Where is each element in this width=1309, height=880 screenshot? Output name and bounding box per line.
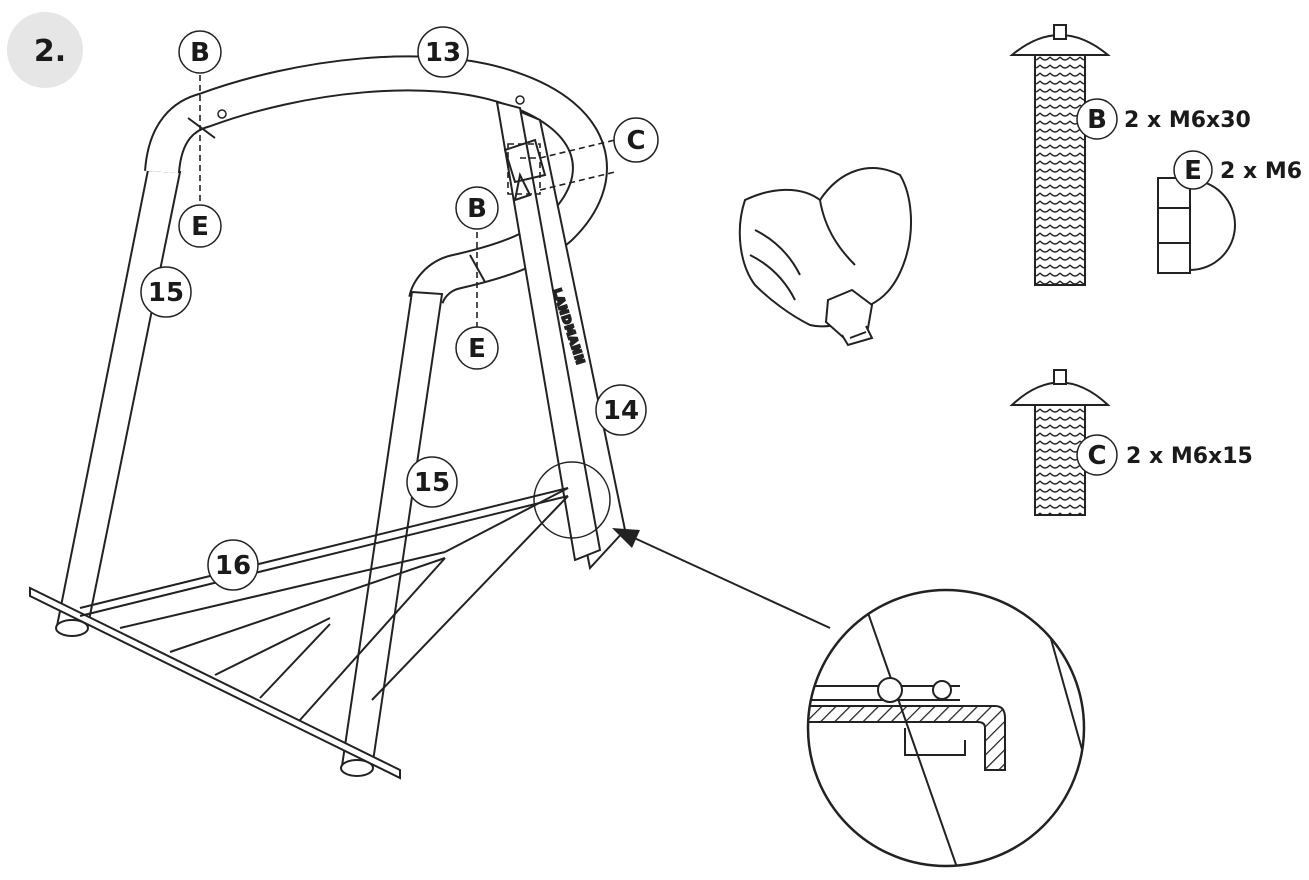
svg-text:14: 14 [603, 396, 639, 426]
svg-text:13: 13 [425, 38, 461, 68]
callout-arch-part: 13 [417, 26, 469, 78]
right-leg-tube [340, 290, 444, 777]
svg-text:E: E [468, 334, 486, 364]
acorn-nut-e-icon [1157, 177, 1236, 274]
hardware-c: C 2 x M6x15 [1076, 434, 1253, 476]
callout-inner-nut: E [455, 326, 499, 370]
callout-left-leg: 15 [140, 266, 192, 318]
callout-inner-bolt: B [455, 186, 499, 230]
callout-base-frame: 16 [207, 539, 259, 591]
callout-leaders [199, 75, 616, 330]
svg-text:2 x M6x15: 2 x M6x15 [1126, 444, 1253, 469]
svg-text:E: E [1184, 156, 1202, 186]
callout-top-bolt: B [178, 30, 222, 74]
detail-view [806, 588, 1086, 868]
step-number: 2. [34, 34, 66, 69]
svg-text:15: 15 [148, 278, 184, 308]
svg-text:E: E [191, 212, 209, 242]
callout-clamp-bolt: C [613, 117, 659, 163]
callout-top-nut: E [178, 204, 222, 248]
detail-source-circle [533, 461, 611, 539]
base-frame [29, 487, 569, 780]
arch-tube [144, 55, 608, 305]
detail-arrow [612, 528, 831, 629]
svg-text:2 x M6: 2 x M6 [1220, 159, 1302, 184]
callout-right-leg: 15 [406, 456, 458, 508]
hex-bolt-icon [824, 288, 874, 347]
svg-text:15: 15 [414, 468, 450, 498]
svg-text:B: B [190, 38, 210, 68]
svg-text:C: C [1087, 441, 1106, 471]
step-badge: 2. [7, 12, 83, 88]
left-leg-tube [55, 168, 182, 637]
hardware-e: E 2 x M6 [1173, 150, 1302, 190]
callout-upright: 14 [595, 384, 647, 436]
svg-text:B: B [1087, 105, 1107, 135]
svg-text:B: B [467, 194, 487, 224]
bolt-b-icon [1009, 24, 1111, 286]
svg-text:C: C [626, 126, 645, 156]
svg-text:2 x M6x30: 2 x M6x30 [1124, 108, 1251, 133]
hand-tightening-icon [738, 167, 913, 347]
hardware-b: B 2 x M6x30 [1076, 98, 1251, 140]
svg-text:16: 16 [215, 551, 251, 581]
